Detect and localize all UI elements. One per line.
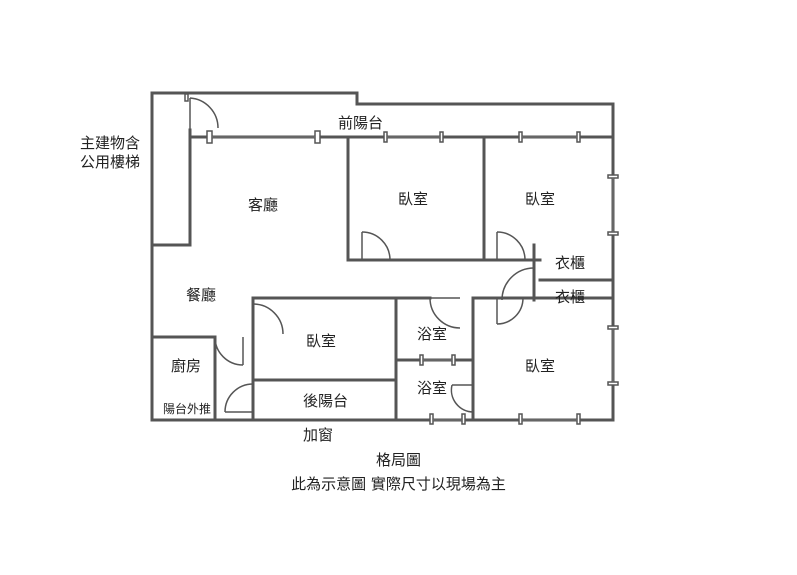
windows (184, 93, 619, 425)
door-bedroom-4 (496, 297, 524, 325)
window-bath-2 (451, 354, 456, 366)
room-label-dining-room: 餐廳 (186, 286, 217, 304)
window-bottom-2 (461, 413, 466, 425)
window-right-4 (607, 381, 619, 386)
doors (189, 97, 535, 413)
room-label-living-room: 客廳 (248, 196, 279, 214)
room-label-kitchen: 廚房 (171, 357, 202, 375)
window-front-4 (439, 131, 444, 143)
room-label-wardrobe-1: 衣櫃 (555, 254, 586, 272)
door-entrance (189, 97, 219, 130)
room-label-bedroom-1: 臥室 (398, 190, 429, 208)
door-bedroom-1 (361, 231, 391, 261)
door-kitchen (214, 336, 244, 366)
room-label-bedroom-4: 臥室 (525, 357, 556, 375)
window-front-1 (206, 130, 213, 144)
window-bottom-4 (576, 413, 581, 425)
stair-note: 主建物含 公用樓梯 (80, 134, 140, 172)
door-bedroom-2 (496, 231, 526, 261)
room-label-rear-balcony: 後陽台 (303, 392, 349, 410)
outer-wall (150, 91, 615, 422)
window-bottom-3 (518, 413, 523, 425)
window-bottom-1 (429, 413, 434, 425)
room-label-bedroom-2: 臥室 (525, 190, 556, 208)
room-label-wardrobe-2: 衣櫃 (555, 288, 586, 306)
window-glass-lines (212, 136, 614, 421)
window-front-5 (518, 131, 523, 143)
window-stair (184, 93, 189, 102)
door-dining (252, 303, 284, 335)
window-front-3 (383, 131, 388, 143)
window-right-3 (607, 325, 619, 330)
room-label-bedroom-3: 臥室 (306, 332, 337, 350)
room-label-balcony-push: 陽台外推 (163, 402, 212, 416)
room-label-bathroom-2: 浴室 (417, 379, 448, 397)
window-right-1 (607, 174, 619, 179)
window-front-6 (576, 131, 581, 143)
room-label-front-balcony: 前陽台 (338, 114, 384, 132)
caption-note: 此為示意圖 實際尺寸以現場為主 (291, 475, 506, 493)
label-extra-window: 加窗 (303, 426, 334, 444)
stair-wall (150, 128, 192, 247)
door-bathroom-2 (450, 384, 474, 413)
door-wardrobe-hall (501, 267, 535, 301)
stair-note-line1: 主建物含 (80, 134, 141, 152)
door-rear-balcony (224, 383, 254, 413)
window-right-2 (607, 231, 619, 236)
room-label-bathroom-1: 浴室 (417, 325, 448, 343)
caption-title: 格局圖 (375, 451, 421, 469)
window-front-2 (314, 130, 321, 144)
window-bath-1 (419, 354, 424, 366)
door-bathroom-1 (429, 297, 461, 329)
stair-note-line2: 公用樓梯 (80, 153, 141, 171)
